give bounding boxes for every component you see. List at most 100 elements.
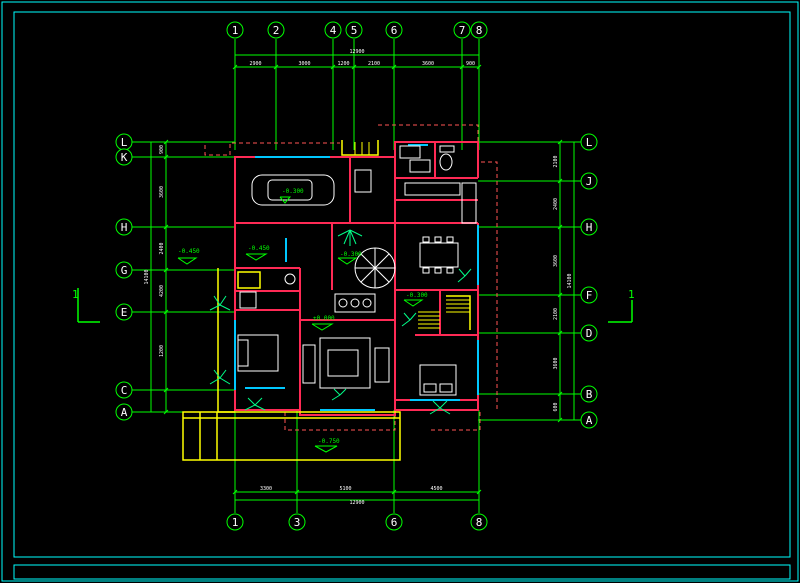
right-dim-tick <box>557 292 563 298</box>
svg-text:4: 4 <box>330 24 337 37</box>
svg-text:-0.450: -0.450 <box>178 248 200 255</box>
svg-text:8: 8 <box>476 516 483 529</box>
section-mark-right: 1 <box>608 288 635 323</box>
axis-bubble-left-C: C <box>115 381 133 399</box>
left-dim-label: 3600 <box>159 186 165 198</box>
level-lobby: -0.450 <box>245 245 270 261</box>
top-dim-label: 900 <box>466 61 475 67</box>
axis-bubble-left-L: L <box>115 133 133 151</box>
right-dim-label: 2400 <box>553 198 559 210</box>
svg-text:2: 2 <box>273 24 280 37</box>
plant-icon <box>429 400 451 415</box>
svg-text:1: 1 <box>628 288 635 301</box>
plant-icon <box>209 369 231 385</box>
bed-right <box>419 364 457 396</box>
axis-bubble-left-A: A <box>115 403 133 421</box>
level-terrace: -0.750 <box>314 438 340 453</box>
axis-bubble-bottom-8: 8 <box>470 513 488 531</box>
plant-icon <box>244 397 266 411</box>
top-dim-tick <box>391 64 397 70</box>
left-dim-label: 2400 <box>159 242 165 254</box>
svg-text:C: C <box>121 384 128 397</box>
title-strip <box>13 564 791 580</box>
left-dim-tick <box>163 154 169 160</box>
right-dim-tick <box>557 330 563 336</box>
svg-text:6: 6 <box>391 24 398 37</box>
svg-text:-0.300: -0.300 <box>406 292 428 299</box>
right-dim-label: 2100 <box>553 155 559 167</box>
plants <box>209 229 472 415</box>
car-icon <box>251 174 335 206</box>
terraces <box>182 140 471 461</box>
top-dim-total-label: 12900 <box>349 49 364 55</box>
right-dim-tick <box>557 139 563 145</box>
top-dim-tick <box>232 64 238 70</box>
bottom-dim-tick <box>294 489 300 495</box>
level-marks: -0.300 -0.450 -0.450 -0.300 ±0.000 -0.30… <box>177 188 428 453</box>
left-dim-tick <box>163 139 169 145</box>
plant-icon <box>457 268 472 283</box>
left-dim-tick <box>163 387 169 393</box>
axis-bubble-right-J: J <box>580 172 598 190</box>
axis-bubble-top-2: 2 <box>267 21 285 39</box>
axis-bubble-right-L: L <box>580 133 598 151</box>
top-dim-tick <box>459 64 465 70</box>
axis-bubble-right-H: H <box>580 218 598 236</box>
axis-bubble-bottom-3: 3 <box>288 513 306 531</box>
svg-text:A: A <box>586 414 593 427</box>
svg-text:-0.300: -0.300 <box>340 251 362 258</box>
axis-bubble-left-G: G <box>115 261 133 279</box>
dining-table <box>419 242 459 268</box>
right-dim-label: 3600 <box>553 255 559 267</box>
axis-bubble-top-8: 8 <box>470 21 488 39</box>
plant-icon <box>337 229 363 246</box>
right-dim-label: 600 <box>553 402 559 411</box>
stairs <box>354 142 470 329</box>
right-dim-label: 3600 <box>553 357 559 369</box>
svg-text:-0.450: -0.450 <box>248 245 270 252</box>
left-dim-total-label: 14100 <box>144 269 150 284</box>
svg-text:H: H <box>121 221 128 234</box>
svg-text:±0.000: ±0.000 <box>313 315 335 322</box>
axis-bubble-top-1: 1 <box>226 21 244 39</box>
left-dim-tick <box>163 267 169 273</box>
level-entry-left: -0.450 <box>177 248 200 265</box>
right-dim-tick <box>557 417 563 423</box>
bottom-dim-label: 5100 <box>339 486 351 492</box>
svg-text:B: B <box>586 388 593 401</box>
bottom-dim-tick <box>232 489 238 495</box>
top-dim-tick <box>476 64 482 70</box>
axis-bubble-bottom-6: 6 <box>385 513 403 531</box>
svg-text:H: H <box>586 221 593 234</box>
axis-bubble-left-K: K <box>115 148 133 166</box>
top-dim-label: 3000 <box>298 61 310 67</box>
level-hall: ±0.000 <box>311 315 335 331</box>
svg-text:A: A <box>121 406 128 419</box>
plant-icon <box>209 295 231 311</box>
left-dim-tick <box>163 309 169 315</box>
svg-text:K: K <box>121 151 128 164</box>
top-dim-label: 2100 <box>368 61 380 67</box>
axis-bubble-right-B: B <box>580 385 598 403</box>
svg-text:-0.750: -0.750 <box>318 438 340 445</box>
right-dim-label: 2100 <box>553 308 559 320</box>
svg-text:1: 1 <box>232 24 239 37</box>
top-dim-tick <box>351 64 357 70</box>
left-dim-label: 900 <box>159 145 165 154</box>
left-dim-label: 4200 <box>159 285 165 297</box>
svg-text:3: 3 <box>294 516 301 529</box>
svg-text:5: 5 <box>351 24 358 37</box>
level-garage: -0.300 <box>279 188 304 204</box>
plant-icon <box>401 312 417 327</box>
right-dim-tick <box>557 178 563 184</box>
top-dim-label: 3600 <box>422 61 434 67</box>
right-dim-tick <box>557 391 563 397</box>
top-dim-tick <box>273 64 279 70</box>
svg-text:E: E <box>121 306 128 319</box>
section-mark-left: 1 <box>72 288 100 323</box>
top-dim-label: 2900 <box>249 61 261 67</box>
